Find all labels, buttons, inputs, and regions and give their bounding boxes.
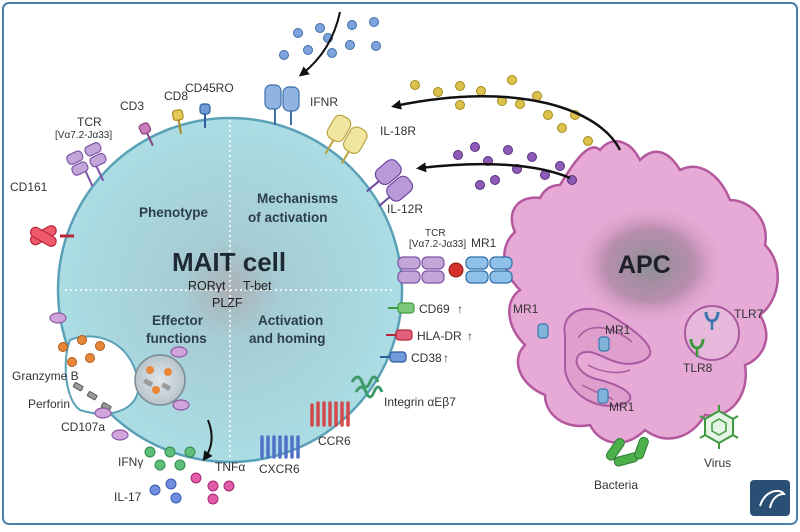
il17-molecules (149, 478, 182, 504)
cd45ro-label: CD45RO (185, 81, 234, 95)
cytotoxic-vesicle (134, 354, 186, 406)
ifng-molecules (144, 446, 196, 471)
bacteria-icon (605, 436, 649, 467)
virus-label: Virus (704, 456, 731, 470)
mr1-label-er-left: MR1 (513, 302, 539, 316)
apc-nucleus (575, 205, 725, 325)
tlr7-receptor (704, 311, 720, 330)
quadrant-mechanisms-line2: of activation (248, 210, 328, 225)
perforin-label: Perforin (28, 397, 70, 411)
mr1-er-a (537, 323, 549, 339)
mr1-er-c (597, 388, 609, 404)
tcr-label-right-2: [Vα7.2-Jα33] (409, 239, 466, 250)
il17-label: IL-17 (114, 490, 142, 504)
virus-icon (699, 405, 739, 449)
tcr-label-left-1: TCR (77, 115, 102, 129)
tcr-label-left-2: [Vα7.2-Jα33] (55, 130, 112, 141)
tf-rorgt: RORγt (188, 279, 226, 293)
cd38-up-arrow: ↑ (443, 351, 449, 365)
endosome (684, 305, 740, 361)
publisher-logo (750, 480, 790, 516)
tlr8-label: TLR8 (683, 361, 713, 375)
cd161-receptor (29, 225, 74, 247)
quadrant-effector-line2: functions (146, 331, 207, 346)
il12r-receptor (366, 159, 414, 207)
degranulation-pocket (64, 335, 140, 415)
quadrant-mechanisms-line1: Mechanisms (257, 191, 338, 206)
cd38-label: CD38 (411, 351, 442, 365)
tnfa-molecules (190, 472, 235, 505)
hla-dr-up-arrow: ↑ (467, 329, 473, 343)
tcr-label-right-1: TCR (425, 228, 446, 239)
quadrant-phenotype: Phenotype (139, 205, 209, 220)
tlr8-receptor (689, 338, 705, 357)
cd161-label: CD161 (10, 180, 48, 194)
cd107a-molecules (49, 312, 190, 441)
granzyme-b-label: Granzyme B (12, 369, 79, 383)
bacteria-label: Bacteria (594, 478, 638, 492)
quadrant-activation-line1: Activation (258, 313, 323, 328)
ccr6-label: CCR6 (318, 434, 351, 448)
ifn-entry-arrow (298, 11, 341, 77)
integrin-label: Integrin αEβ7 (384, 395, 456, 409)
tcr-receptor-left (66, 142, 107, 187)
integrin-receptor (350, 375, 384, 399)
mr1-er-b (598, 336, 610, 352)
cd8-label: CD8 (164, 89, 188, 103)
tf-tbet: T-bet (243, 279, 272, 293)
il18r-receptor (324, 114, 368, 165)
cd8-receptor (171, 109, 184, 134)
il12r-label: IL-12R (387, 202, 423, 216)
cd69-up-arrow: ↑ (457, 302, 463, 316)
hla-dr-receptor (386, 329, 413, 341)
ifnr-receptor (264, 84, 300, 125)
quadrant-activation-line2: and homing (249, 331, 326, 346)
cd45ro-receptor (199, 103, 211, 128)
cxcr6-label: CXCR6 (259, 462, 300, 476)
mr1-label-er-mid: MR1 (605, 323, 631, 337)
apc-cell: APC MR1 MR1 MR1 TLR7 TLR8 (503, 140, 779, 444)
il18r-label: IL-18R (380, 124, 416, 138)
cd69-receptor (388, 302, 415, 314)
tnfa-label: TNFα (215, 460, 245, 474)
apc-label: APC (618, 251, 671, 279)
tf-plzf: PLZF (212, 296, 243, 310)
tlr7-label: TLR7 (734, 307, 764, 321)
granzyme-b-granules (58, 335, 105, 367)
cd3-receptor (138, 122, 154, 147)
er-membrane (563, 308, 652, 407)
cd69-label: CD69 (419, 302, 450, 316)
ifn-ligands (279, 17, 381, 60)
secretion-arrow (202, 419, 213, 462)
antigen-ligand (448, 262, 464, 278)
mait-cell-title: MAIT cell (172, 247, 286, 277)
cd38-receptor (380, 351, 407, 363)
mr1-label-er-bottom: MR1 (609, 400, 635, 414)
hla-dr-label: HLA-DR (417, 329, 462, 343)
ifng-label: IFNγ (118, 455, 143, 469)
il18-ligands (410, 75, 593, 146)
il12-secretion-arrow (416, 162, 571, 180)
quadrant-effector-line1: Effector (152, 313, 204, 328)
cd3-label: CD3 (120, 99, 144, 113)
mr1-label-synapse: MR1 (471, 236, 497, 250)
ifnr-label: IFNR (310, 95, 338, 109)
ccr6-receptor (310, 401, 350, 427)
il18-secretion-arrow (391, 95, 622, 151)
cd107a-label: CD107a (61, 420, 105, 434)
tcr-mr1-complex (397, 256, 513, 284)
cxcr6-receptor (260, 435, 300, 459)
